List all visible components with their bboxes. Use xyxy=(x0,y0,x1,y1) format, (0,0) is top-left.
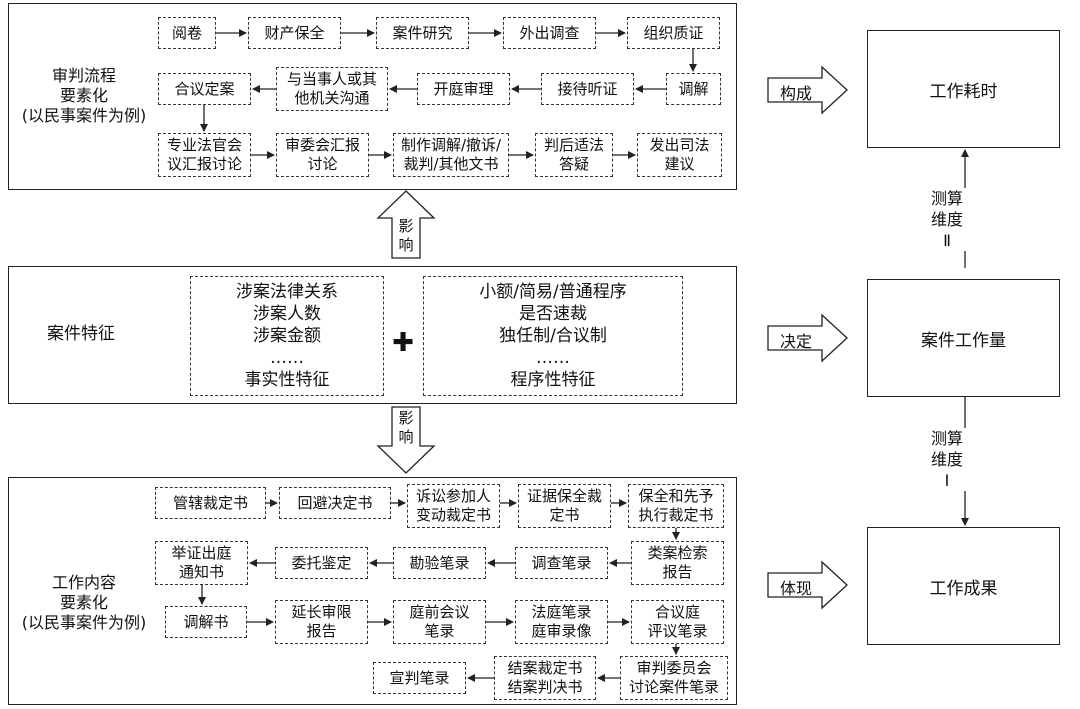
factual-features-box: 涉案法律关系 涉案人数 涉案金额 …… 事实性特征 xyxy=(190,276,384,396)
document-item: 回避决定书 xyxy=(279,487,391,519)
document-item: 保全和先予 执行裁定书 xyxy=(628,484,724,528)
relation-embody-label: 体现 xyxy=(779,579,812,598)
case-features-panel xyxy=(8,266,737,404)
document-item: 调查笔录 xyxy=(515,547,608,579)
process-step: 案件研究 xyxy=(376,17,469,49)
influence-down-label: 影 响 xyxy=(398,409,414,446)
influence-up-label: 影 响 xyxy=(398,217,414,254)
process-step: 审委会汇报 讨论 xyxy=(276,133,369,177)
factual-item: 涉案法律关系 xyxy=(236,282,338,302)
process-step: 财产保全 xyxy=(248,17,341,49)
plus-icon: ✚ xyxy=(392,328,414,358)
document-item: 举证出庭 通知书 xyxy=(155,541,248,585)
process-step: 组织质证 xyxy=(627,17,720,49)
document-item: 类案检索 报告 xyxy=(631,541,724,585)
document-item: 庭前会议 笔录 xyxy=(393,600,486,644)
work-time-box: 工作耗时 xyxy=(867,30,1060,148)
document-item: 审判委员会 讨论案件笔录 xyxy=(620,656,728,700)
process-step: 外出调查 xyxy=(503,17,596,49)
procedural-item: 是否速裁 xyxy=(519,304,587,324)
procedural-item: 小额/简易/普通程序 xyxy=(479,282,627,302)
case-workload-box: 案件工作量 xyxy=(867,279,1060,397)
process-step: 接待听证 xyxy=(541,73,634,105)
process-step: 开庭审理 xyxy=(417,73,510,105)
document-item: 勘验笔录 xyxy=(393,547,486,579)
process-step: 与当事人或其 他机关沟通 xyxy=(276,67,388,111)
relation-compose-label: 构成 xyxy=(779,84,812,103)
document-item: 合议庭 评议笔录 xyxy=(631,600,724,644)
factual-item: 涉案金额 xyxy=(253,326,321,346)
process-step: 合议定案 xyxy=(158,73,251,105)
document-item: 法庭笔录 庭审录像 xyxy=(515,600,608,644)
procedural-title: 程序性特征 xyxy=(510,370,596,390)
process-step: 专业法官会 议汇报讨论 xyxy=(158,133,251,177)
factual-title: 事实性特征 xyxy=(244,370,330,390)
document-item: 宣判笔录 xyxy=(373,662,466,694)
document-item: 委托鉴定 xyxy=(275,547,368,579)
factual-item: …… xyxy=(270,348,304,368)
work-content-label: 工作内容 要素化 (以民事案件为例) xyxy=(21,573,147,632)
work-result-box: 工作成果 xyxy=(867,527,1060,645)
procedural-item: 独任制/合议制 xyxy=(499,326,607,346)
document-item: 延长审限 报告 xyxy=(275,600,368,644)
process-step: 阅卷 xyxy=(158,17,216,49)
factual-item: 涉案人数 xyxy=(253,304,321,324)
document-item: 管辖裁定书 xyxy=(155,487,266,519)
process-step: 判后适法 答疑 xyxy=(535,133,613,177)
document-item: 结案裁定书 结案判决书 xyxy=(494,656,596,700)
dimension-2-label: 测算 维度 Ⅱ xyxy=(922,188,972,251)
dimension-1-label: 测算 维度 Ⅰ xyxy=(922,428,972,491)
document-item: 证据保全裁 定书 xyxy=(518,484,611,528)
process-step: 调解 xyxy=(666,73,721,105)
process-step: 发出司法 建议 xyxy=(637,133,722,177)
relation-decide-label: 决定 xyxy=(779,332,812,351)
case-features-label: 案件特征 xyxy=(47,324,115,344)
trial-process-label: 审判流程 要素化 (以民事案件为例) xyxy=(21,66,147,125)
document-item: 诉讼参加人 变动裁定书 xyxy=(407,484,500,528)
document-item: 调解书 xyxy=(165,606,247,638)
procedural-features-box: 小额/简易/普通程序 是否速裁 独任制/合议制 …… 程序性特征 xyxy=(423,276,683,396)
process-step: 制作调解/撤诉/ 裁判/其他文书 xyxy=(393,133,509,177)
procedural-item: …… xyxy=(536,348,570,368)
